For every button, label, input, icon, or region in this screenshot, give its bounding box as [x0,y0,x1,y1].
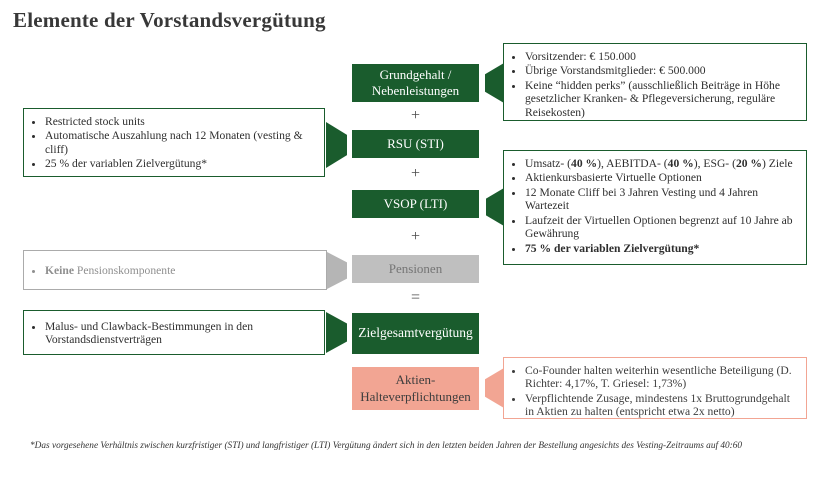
bullet-item: Automatische Auszahlung nach 12 Monaten … [45,129,316,156]
bullet-item: 25 % der variablen Zielvergütung* [45,157,316,170]
footnote: *Das vorgesehene Verhältnis zwischen kur… [30,441,743,451]
bullet-item: 12 Monate Cliff bei 3 Jahren Vesting und… [525,186,798,213]
callout-grundgehalt-details: Vorsitzender: € 150.000Übrige Vorstandsm… [503,43,807,121]
bullet-list: Malus- und Clawback-Bestimmungen in den … [30,320,316,348]
box-aktien-halteverpflichtungen: Aktien- Halteverpflichtungen [352,367,479,410]
operator-plus-1: + [410,107,421,124]
arrow-right-icon [327,252,347,289]
bullet-item: Aktienkursbasierte Virtuelle Optionen [525,171,798,184]
arrow-left-icon [485,63,504,103]
arrow-right-icon [326,312,347,353]
box-grundgehalt: Grundgehalt / Nebenleistungen [352,64,479,102]
bullet-list: Restricted stock unitsAutomatische Ausza… [30,115,316,171]
bullet-item: Umsatz- (40 %), AEBITDA- (40 %), ESG- (2… [525,157,798,170]
callout-vsop-details: Umsatz- (40 %), AEBITDA- (40 %), ESG- (2… [503,150,807,265]
box-vsop: VSOP (LTI) [352,190,479,218]
box-rsu: RSU (STI) [352,130,479,158]
bullet-item: Übrige Vorstandsmitglieder: € 500.000 [525,64,798,77]
operator-plus-2: + [410,165,421,182]
bullet-item: Malus- und Clawback-Bestimmungen in den … [45,320,316,347]
bullet-list: Keine Pensionskomponente [30,264,175,278]
box-zielgesamtverguetung: Zielgesamtvergütung [352,313,479,354]
arrow-left-icon [485,368,504,408]
bullet-list: Vorsitzender: € 150.000Übrige Vorstandsm… [510,50,798,119]
arrow-left-icon [486,188,504,226]
page-title: Elemente der Vorstandsvergütung [13,8,326,32]
bullet-item: Laufzeit der Virtuellen Optionen begrenz… [525,214,798,241]
arrow-right-icon [326,122,347,168]
bullet-item: 75 % der variablen Zielvergütung* [525,242,798,255]
bullet-item: Restricted stock units [45,115,316,128]
bullet-list: Co-Founder halten weiterhin wesentliche … [510,364,798,419]
bullet-item: Verpflichtende Zusage, mindestens 1x Bru… [525,392,798,419]
bullet-item: Vorsitzender: € 150.000 [525,50,798,63]
callout-pension-details: Keine Pensionskomponente [23,250,327,290]
box-pensionen: Pensionen [352,255,479,283]
callout-rsu-details: Restricted stock unitsAutomatische Ausza… [23,108,325,177]
callout-malus-clawback: Malus- und Clawback-Bestimmungen in den … [23,310,325,355]
bullet-list: Umsatz- (40 %), AEBITDA- (40 %), ESG- (2… [510,157,798,255]
callout-aktien-details: Co-Founder halten weiterhin wesentliche … [503,357,807,419]
bullet-item: Keine Pensionskomponente [45,264,175,277]
bullet-item: Keine “hidden perks” (ausschließlich Bei… [525,79,798,119]
operator-equals: = [410,289,421,306]
operator-plus-3: + [410,227,421,245]
bullet-item: Co-Founder halten weiterhin wesentliche … [525,364,798,391]
